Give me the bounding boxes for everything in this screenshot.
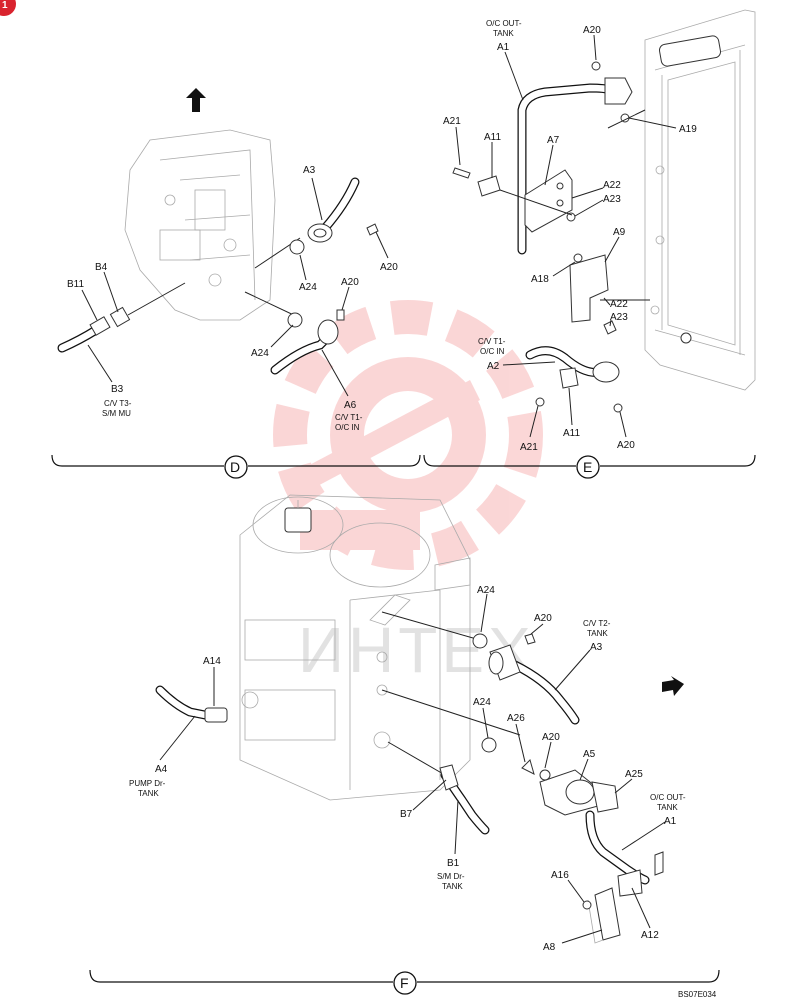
- label-f-a24: A24: [473, 697, 491, 708]
- label-e-a22-top: A22: [603, 180, 621, 191]
- label-d-a24-b: A24: [251, 348, 269, 359]
- label-f-a8: A8: [543, 942, 556, 953]
- label-f-b1-desc-2: TANK: [442, 882, 463, 891]
- label-f-a1-desc-2: TANK: [657, 803, 678, 812]
- label-f-a20-top: A20: [534, 613, 552, 624]
- label-d-b3-desc-2: S/M MU: [102, 409, 131, 418]
- label-e-a21-top: A21: [443, 116, 461, 127]
- drawing-code: BS07E034: [678, 990, 717, 999]
- watermark-text: ИНТЕХ: [298, 614, 535, 686]
- label-f-a3-desc-2: TANK: [587, 629, 608, 638]
- label-d-b11: B11: [67, 279, 84, 290]
- view-f-label: F: [400, 975, 409, 991]
- label-e-a23-top: A23: [603, 194, 621, 205]
- label-f-a4: A4: [155, 764, 168, 775]
- label-f-a4-desc-1: PUMP Dr-: [129, 779, 166, 788]
- label-d-b3-desc-1: C/V T3-: [104, 399, 132, 408]
- view-d-e-bracket: D E: [51, 454, 756, 479]
- label-f-b1-desc-1: S/M Dr-: [437, 872, 465, 881]
- label-e-a21: A21: [520, 442, 538, 453]
- direction-arrow-icon: [662, 676, 684, 696]
- label-d-a6-desc-1: C/V T1-: [335, 413, 363, 422]
- hydraulic-tank-drawing: [239, 494, 471, 801]
- label-e-a20: A20: [617, 440, 635, 451]
- label-e-a11-top: A11: [484, 132, 501, 143]
- corner-badge: 1: [0, 0, 16, 16]
- label-d-a6: A6: [344, 400, 357, 411]
- svg-text:1: 1: [2, 0, 8, 11]
- view-f-bracket: F: [89, 969, 720, 995]
- label-e-a23: A23: [610, 312, 628, 323]
- label-e-a7: A7: [547, 135, 560, 146]
- view-f: A24 A20 C/V T2- TANK A3 A14 A4 PUMP Dr- …: [129, 494, 686, 953]
- label-f-a26: A26: [507, 713, 525, 724]
- label-e-a18: A18: [531, 274, 549, 285]
- label-f-a24-top: A24: [477, 585, 495, 596]
- label-f-a14: A14: [203, 656, 221, 667]
- label-d-a24-top: A24: [299, 282, 317, 293]
- label-f-b1: B1: [447, 858, 460, 869]
- label-e-a9: A9: [613, 227, 626, 238]
- view-e-label: E: [583, 459, 592, 475]
- oil-cooler-drawing: [644, 9, 756, 391]
- view-d-label: D: [230, 459, 240, 475]
- label-e-a2: A2: [487, 361, 500, 372]
- label-d-a3: A3: [303, 165, 316, 176]
- label-f-a3: A3: [590, 642, 603, 653]
- view-e: O/C OUT- TANK A1 A20 A19 A21 A11 A7 A22 …: [443, 9, 756, 453]
- label-d-a6-desc-2: O/C IN: [335, 423, 360, 432]
- label-f-a1: A1: [664, 816, 677, 827]
- label-f-a16: A16: [551, 870, 569, 881]
- label-f-a12: A12: [641, 930, 659, 941]
- label-e-a11: A11: [563, 428, 580, 439]
- label-e-a20-top: A20: [583, 25, 601, 36]
- label-f-a3-desc-1: C/V T2-: [583, 619, 611, 628]
- label-e-a1: A1: [497, 42, 510, 53]
- label-d-a20-b: A20: [341, 277, 359, 288]
- label-f-a5: A5: [583, 749, 596, 760]
- label-f-a20: A20: [542, 732, 560, 743]
- label-e-a2-desc-1: C/V T1-: [478, 337, 506, 346]
- label-d-b3: B3: [111, 384, 124, 395]
- label-f-a1-desc-1: O/C OUT-: [650, 793, 686, 802]
- label-e-a2-desc-2: O/C IN: [480, 347, 505, 356]
- watermark-logo: [273, 300, 543, 570]
- label-e-a1-desc-1: O/C OUT-: [486, 19, 522, 28]
- label-d-a20: A20: [380, 262, 398, 273]
- direction-arrow-icon: [186, 88, 206, 112]
- label-d-b4: B4: [95, 262, 108, 273]
- control-valve-drawing: [124, 129, 276, 321]
- label-e-a22: A22: [610, 299, 628, 310]
- label-e-a1-desc-2: TANK: [493, 29, 514, 38]
- label-f-a25: A25: [625, 769, 643, 780]
- label-f-a4-desc-2: TANK: [138, 789, 159, 798]
- label-f-b7: B7: [400, 809, 413, 820]
- view-d: A3 A20 A24 A20 A24 A6 C/V T1- O/C IN B4 …: [57, 88, 398, 432]
- label-e-a19: A19: [679, 124, 697, 135]
